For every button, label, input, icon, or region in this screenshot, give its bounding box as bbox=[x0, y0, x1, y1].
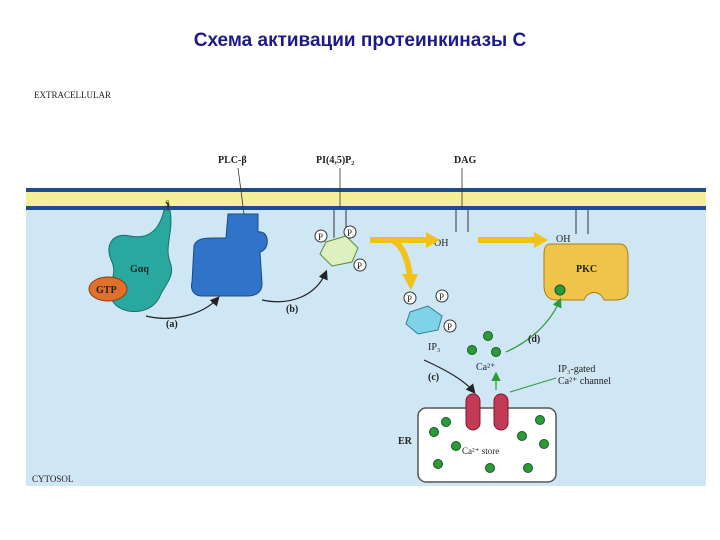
dag-molecule: OH DAG bbox=[434, 155, 476, 249]
galpha-protein: S Gαq GTP bbox=[88, 199, 173, 313]
gtp-label: GTP bbox=[96, 285, 117, 296]
pkc-label: PKC bbox=[576, 264, 597, 275]
extracellular-space bbox=[26, 78, 706, 188]
arrow-step-c bbox=[423, 359, 476, 394]
oh-label-1: OH bbox=[434, 238, 448, 249]
ip3-molecule: P P P IP₃ bbox=[403, 289, 457, 353]
pip2-phosphate-3: P bbox=[357, 261, 362, 271]
gtp-molecule bbox=[88, 276, 128, 302]
membrane-inner-line bbox=[26, 206, 706, 210]
oh-label-2: OH bbox=[556, 234, 570, 245]
galpha-label: Gαq bbox=[130, 264, 149, 275]
calcium-ion bbox=[467, 345, 477, 355]
plc-beta-enzyme: PLC-β bbox=[191, 155, 268, 297]
er-label: ER bbox=[398, 436, 413, 447]
membrane-bilayer bbox=[26, 192, 706, 206]
calcium-ion bbox=[491, 347, 501, 357]
ip3-phosphate-3: P bbox=[447, 322, 452, 332]
arrow-step-d bbox=[505, 297, 562, 353]
arrow-step-b bbox=[261, 269, 328, 303]
pip2-phosphate-1: P bbox=[318, 232, 323, 242]
er-compartment bbox=[417, 407, 557, 483]
ip3-channel-left bbox=[465, 393, 481, 431]
channel-label-line1: IP₃-gated bbox=[558, 364, 595, 375]
pkc-bound-calcium bbox=[554, 284, 566, 296]
step-a-label: (a) bbox=[166, 319, 178, 330]
cytosol-label: CYTOSOL bbox=[32, 474, 73, 484]
arrow-step-a bbox=[145, 296, 220, 319]
extracellular-label: EXTRACELLULAR bbox=[34, 90, 111, 100]
membrane-outer-line bbox=[26, 188, 706, 192]
step-c-label: (c) bbox=[428, 372, 439, 383]
pip2-phosphate-2: P bbox=[347, 228, 352, 238]
step-d-label: (d) bbox=[528, 334, 540, 345]
channel-pointer bbox=[509, 377, 557, 393]
step-b-label: (b) bbox=[286, 304, 298, 315]
dag-label: DAG bbox=[454, 155, 476, 166]
ip3-label: IP₃ bbox=[428, 342, 440, 353]
s-anchor-label: S bbox=[165, 199, 170, 209]
ip3-channel-right bbox=[493, 393, 509, 431]
page-title: Схема активации протеинкиназы С bbox=[193, 30, 527, 51]
ip3-phosphate-2: P bbox=[439, 292, 444, 302]
ip3-phosphate-1: P bbox=[407, 294, 412, 304]
calcium-ion bbox=[483, 331, 493, 341]
pip2-molecule: P P P PI(4,5)P₂ bbox=[314, 155, 367, 272]
pip2-label: PI(4,5)P₂ bbox=[316, 155, 354, 166]
plc-label: PLC-β bbox=[218, 155, 247, 166]
store-label: Ca²⁺ store bbox=[462, 446, 499, 456]
pkc-enzyme: OH PKC bbox=[543, 210, 629, 301]
calcium-label: Ca²⁺ bbox=[476, 362, 495, 373]
channel-label-line2: Ca²⁺ channel bbox=[558, 376, 611, 387]
er-calcium-ions bbox=[429, 415, 549, 473]
arrow-pip2-to-ip3 bbox=[390, 237, 413, 277]
